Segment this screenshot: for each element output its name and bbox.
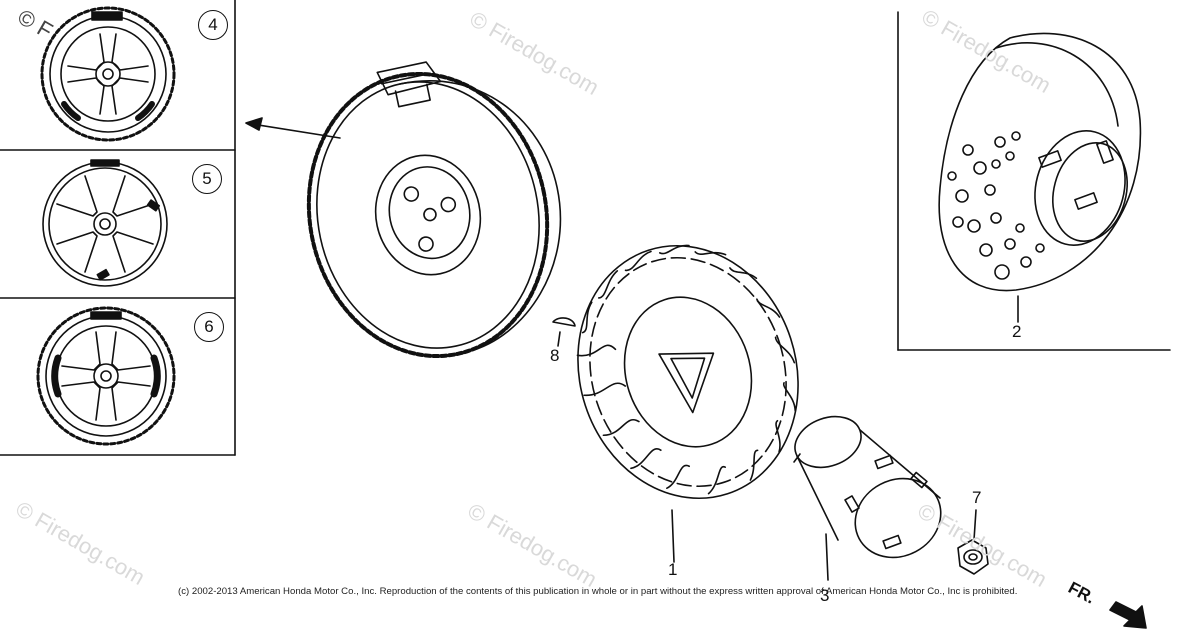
part-callout-3: 3	[820, 586, 830, 605]
flywheel-variant-4	[40, 6, 176, 142]
starter-pulley	[793, 415, 942, 581]
woodruff-key	[552, 317, 576, 347]
flywheel-nut	[957, 509, 989, 575]
leader-line-1	[671, 509, 675, 563]
flywheel-variant-5	[42, 159, 168, 287]
right-panel-frame	[897, 11, 1171, 351]
variant-callout-6: 6	[194, 312, 224, 342]
flywheel-main	[306, 61, 562, 359]
part-callout-7: 7	[972, 488, 982, 507]
fan-cover	[938, 32, 1142, 323]
cooling-fan	[576, 244, 799, 500]
front-direction-arrow	[1109, 601, 1147, 629]
variant-callout-4: 4	[198, 10, 228, 40]
variant-callout-5: 5	[192, 164, 222, 194]
part-callout-1: 1	[668, 560, 678, 579]
part-callout-8: 8	[550, 346, 560, 365]
copyright-notice: (c) 2002-2013 American Honda Motor Co., …	[178, 586, 1018, 597]
flywheel-variant-6	[36, 306, 176, 446]
variant-panel-frame	[0, 0, 236, 456]
part-callout-2: 2	[1012, 322, 1022, 341]
